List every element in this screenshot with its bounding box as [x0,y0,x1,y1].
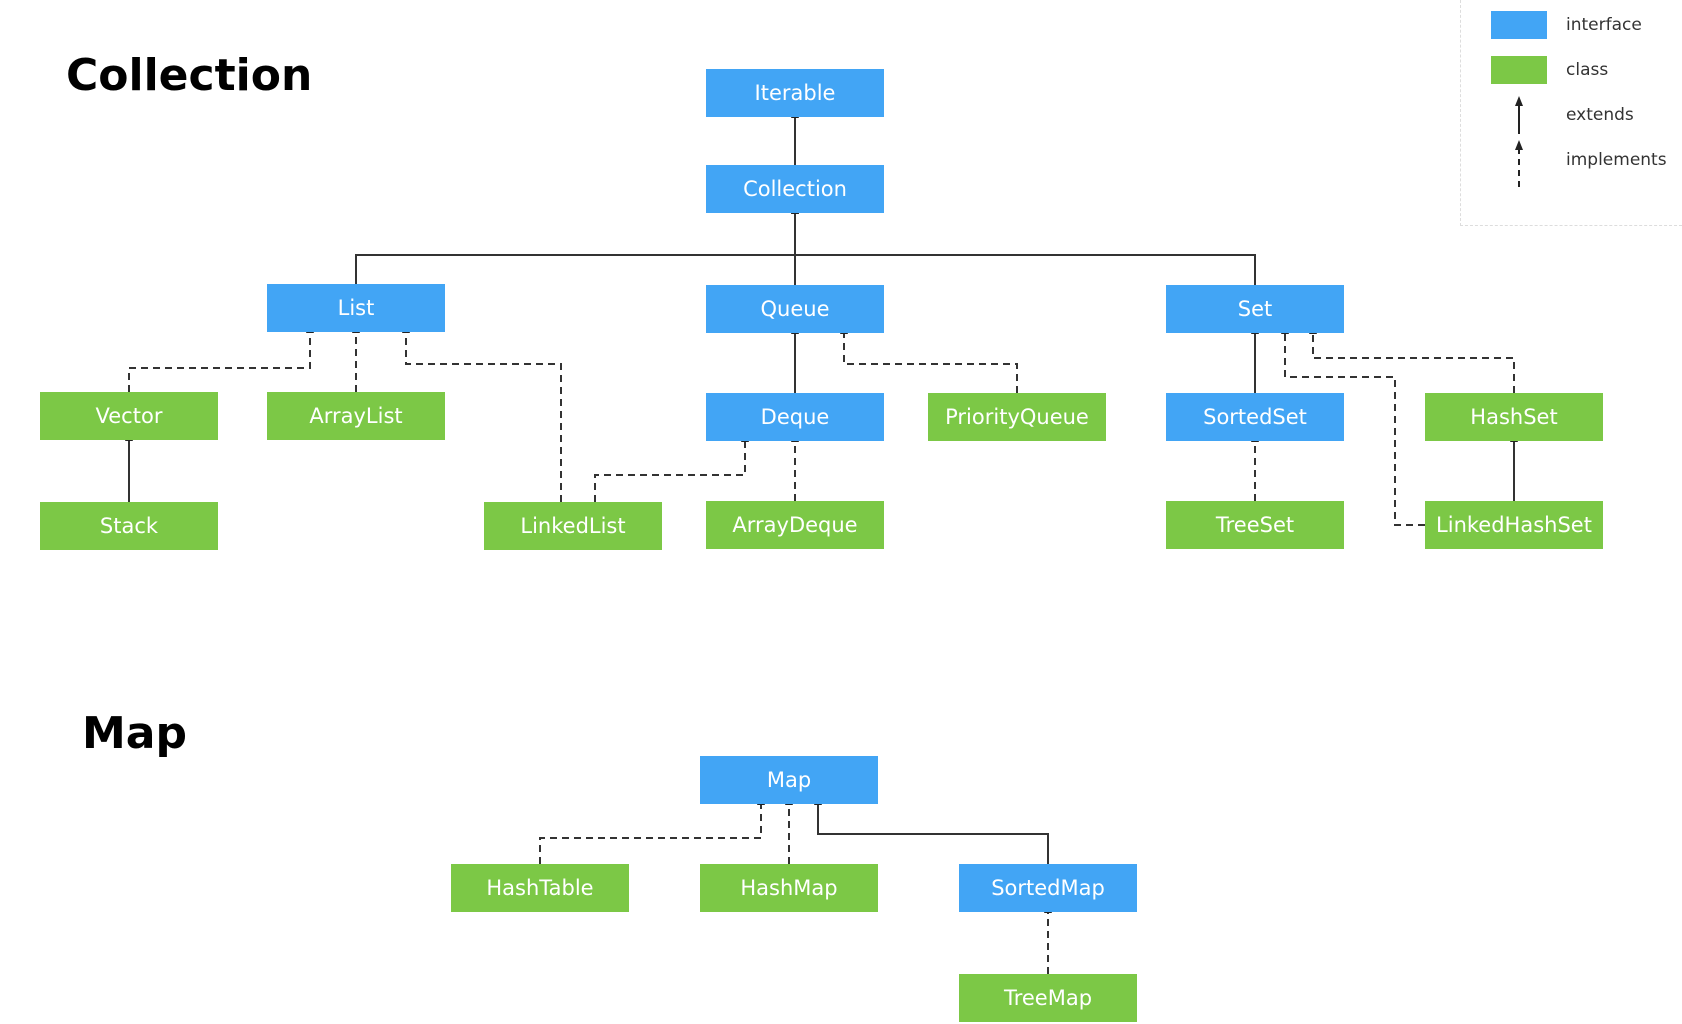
node-hashmap: HashMap [700,864,878,912]
node-queue: Queue [706,285,884,333]
legend-class-swatch [1491,56,1547,84]
node-linkedlist: LinkedList [484,502,662,550]
node-deque: Deque [706,393,884,441]
node-priorityqueue: PriorityQueue [928,393,1106,441]
collection-section-title: Collection [66,50,313,101]
node-sortedmap: SortedMap [959,864,1137,912]
node-list: List [267,284,445,332]
edge-hashset-implements-set [1309,324,1515,393]
legend: interface class extends implements [1460,0,1682,226]
edge-hashtable-implements-map [539,795,765,864]
legend-interface-label: interface [1566,15,1642,35]
node-treemap: TreeMap [959,974,1137,1022]
edge-linkedlist-implements-deque [594,432,749,502]
node-vector: Vector [40,392,218,440]
node-linkedhashset: LinkedHashSet [1425,501,1603,549]
node-hashset: HashSet [1425,393,1603,441]
node-arraydeque: ArrayDeque [706,501,884,549]
edge-priorityqueue-implements-queue [840,324,1018,393]
legend-implements-label: implements [1566,150,1667,170]
edge-set-extends-collection [791,204,1256,285]
edge-list-extends-collection [355,204,799,284]
node-arraylist: ArrayList [267,392,445,440]
node-treeset: TreeSet [1166,501,1344,549]
node-stack: Stack [40,502,218,550]
extends-arrowhead-sample [1515,96,1523,106]
legend-extends-label: extends [1566,105,1634,125]
legend-interface-swatch [1491,11,1547,39]
edge-vector-implements-list [128,323,314,392]
node-set: Set [1166,285,1344,333]
node-hashtable: HashTable [451,864,629,912]
map-section-title: Map [82,708,187,759]
implements-arrowhead-sample [1515,140,1523,150]
node-map: Map [700,756,878,804]
edge-sortedmap-extends-map [814,795,1049,864]
legend-arrow-samples [1515,96,1523,192]
legend-class-label: class [1566,60,1609,80]
node-iterable: Iterable [706,69,884,117]
node-sortedset: SortedSet [1166,393,1344,441]
edge-linkedhashset-implements-set [1281,324,1425,526]
node-collection: Collection [706,165,884,213]
